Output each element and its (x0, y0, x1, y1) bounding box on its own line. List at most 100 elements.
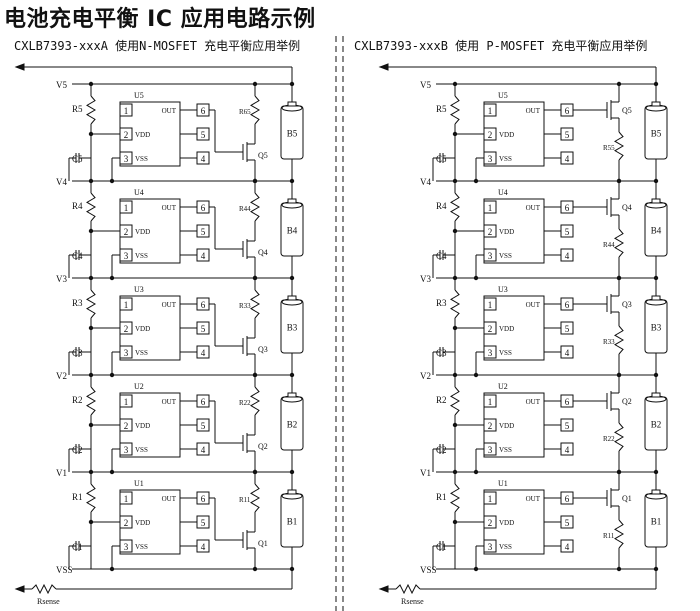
ic-pin-number: 4 (565, 348, 570, 358)
ic-pin-label-out: OUT (526, 495, 541, 503)
battery-terminal (651, 295, 661, 301)
ic-label: U1 (134, 479, 144, 488)
right-panel-subtitle: CXLB7393-xxxB 使用 P-MOSFET 充电平衡应用举例 (354, 39, 648, 53)
resistor-label: R1 (436, 492, 447, 502)
node-label-v1: V1 (56, 468, 67, 478)
node-label-v2: V2 (56, 371, 67, 381)
resistor-label: R2 (436, 395, 447, 405)
capacitor-label: C5 (72, 154, 83, 164)
ic-pin-label-vss: VSS (499, 252, 512, 260)
ic-pin-label-vdd: VDD (499, 422, 514, 430)
resistor-label: R1 (72, 492, 83, 502)
ic-pin-number: 2 (124, 130, 129, 140)
junction-dot (252, 566, 258, 572)
ic-pin-label-out: OUT (526, 398, 541, 406)
mosfet-label: Q5 (622, 106, 632, 115)
battery-label: B4 (287, 226, 298, 236)
junction-dot (109, 566, 115, 572)
ic-pin-number: 4 (201, 542, 206, 552)
node-label-v5: V5 (56, 80, 67, 90)
ic-label: U1 (498, 479, 508, 488)
ic-label: U4 (134, 188, 144, 197)
drain-resistor (250, 95, 260, 125)
ic-label: U5 (498, 91, 508, 100)
ic-pin-number: 1 (488, 106, 493, 116)
page-title: 电池充电平衡 IC 应用电路示例 (4, 7, 316, 32)
junction-dot (252, 178, 258, 184)
junction-dot (88, 519, 94, 525)
junction-dot (88, 228, 94, 234)
drain-resistor-label: R22 (603, 435, 615, 443)
ic-pin-number: 4 (565, 154, 570, 164)
resistor-r4 (86, 192, 96, 222)
ic-pin-box (483, 200, 497, 214)
ic-pin-number: 4 (565, 251, 570, 261)
ic-pin-number: 5 (201, 227, 206, 237)
junction-dot (452, 519, 458, 525)
ic-pin-label-vdd: VDD (135, 422, 150, 430)
mosfet-label: Q1 (622, 494, 632, 503)
resistor-label: R3 (436, 298, 447, 308)
ic-pin-number: 2 (488, 227, 493, 237)
capacitor-label: C1 (436, 542, 447, 552)
ic-pin-number: 3 (124, 445, 129, 455)
junction-dot (473, 469, 479, 475)
battery-label: B4 (651, 226, 662, 236)
battery-terminal (287, 198, 297, 204)
capacitor-label: C3 (436, 348, 447, 358)
ic-pin-number: 6 (201, 397, 206, 407)
sense-resistor (395, 583, 421, 595)
junction-dot (616, 178, 622, 184)
ic-label: U3 (134, 285, 144, 294)
junction-dot (452, 422, 458, 428)
resistor-r3 (86, 289, 96, 319)
ic-pin-label-vdd: VDD (135, 325, 150, 333)
node-label-v3: V3 (420, 274, 431, 284)
junction-dot (109, 178, 115, 184)
ic-pin-number: 1 (488, 397, 493, 407)
capacitor-label: C2 (436, 445, 447, 455)
ic-pin-label-vss: VSS (135, 349, 148, 357)
ic-pin-number: 1 (124, 397, 129, 407)
resistor-r3 (450, 289, 460, 319)
node-label-vss: VSS (56, 565, 73, 575)
mosfet-label: Q5 (258, 151, 268, 160)
battery-label: B1 (651, 517, 662, 527)
sense-resistor-label: Rsense (37, 597, 60, 606)
ic-pin-number: 1 (124, 300, 129, 310)
drain-resistor-label: R11 (603, 532, 615, 540)
battery-terminal (651, 489, 661, 495)
junction-dot (109, 372, 115, 378)
battery-label: B2 (287, 420, 298, 430)
capacitor-label: C4 (436, 251, 447, 261)
ic-pin-label-vdd: VDD (499, 325, 514, 333)
resistor-label: R5 (436, 104, 447, 114)
ic-pin-label-out: OUT (526, 107, 541, 115)
drain-resistor (614, 519, 624, 549)
mosfet-label: Q2 (258, 442, 268, 451)
ic-pin-number: 4 (201, 445, 206, 455)
junction-dot (252, 372, 258, 378)
ic-pin-label-out: OUT (526, 301, 541, 309)
junction-dot (473, 275, 479, 281)
ic-pin-number: 3 (488, 251, 493, 261)
junction-dot (252, 469, 258, 475)
ic-pin-number: 1 (124, 203, 129, 213)
ic-pin-number: 6 (201, 106, 206, 116)
battery-terminal (651, 101, 661, 107)
battery-label: B5 (287, 129, 298, 139)
ic-pin-label-out: OUT (162, 301, 177, 309)
left-arrow-icon (378, 63, 389, 71)
ic-pin-box (483, 297, 497, 311)
junction-dot (616, 372, 622, 378)
ic-pin-number: 6 (201, 494, 206, 504)
mosfet-label: Q2 (622, 397, 632, 406)
capacitor-label: C1 (72, 542, 83, 552)
drain-resistor-label: R33 (603, 338, 615, 346)
junction-dot (473, 566, 479, 572)
battery-label: B3 (287, 323, 298, 333)
